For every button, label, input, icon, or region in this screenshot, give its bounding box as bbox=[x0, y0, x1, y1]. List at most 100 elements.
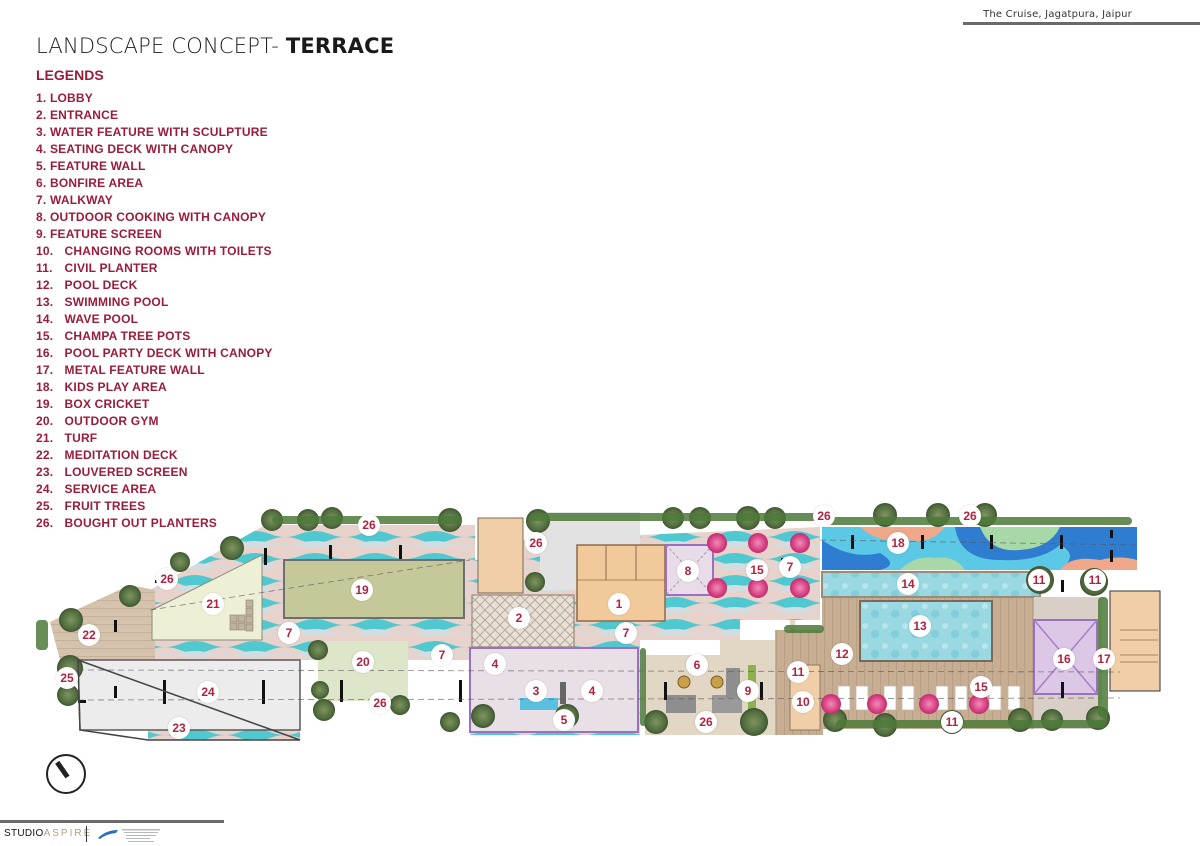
plan-label-17: 17 bbox=[1093, 648, 1115, 670]
legend-item: 16. POOL PARTY DECK WITH CANOPY bbox=[36, 345, 273, 362]
plan-label-4: 4 bbox=[581, 680, 603, 702]
legend-item-number: 4. bbox=[36, 142, 47, 156]
legend-item-label: ENTRANCE bbox=[49, 108, 119, 122]
plan-label-13: 13 bbox=[909, 615, 931, 637]
legend-item-label: OUTDOOR GYM bbox=[64, 414, 159, 428]
page-title: LANDSCAPE CONCEPT- TERRACE bbox=[36, 34, 394, 58]
legend-item: 9. FEATURE SCREEN bbox=[36, 226, 273, 243]
legend-item-number: 13. bbox=[36, 295, 54, 309]
studio-logo-light: ASPIRE bbox=[43, 828, 93, 839]
legend-item-number: 1. bbox=[36, 91, 47, 105]
plan-label-3: 3 bbox=[525, 680, 547, 702]
legend-item-label: WALKWAY bbox=[49, 193, 113, 207]
legend-item: 15. CHAMPA TREE POTS bbox=[36, 328, 273, 345]
champa-tree-pots bbox=[707, 533, 989, 714]
legend-item-label: BOX CRICKET bbox=[64, 397, 150, 411]
plan-label-12: 12 bbox=[831, 643, 853, 665]
plan-label-18: 18 bbox=[887, 532, 909, 554]
entrance bbox=[471, 594, 575, 648]
legend-item: 4. SEATING DECK WITH CANOPY bbox=[36, 141, 273, 158]
plan-label-25: 25 bbox=[56, 667, 78, 689]
project-name: The Cruise, Jagatpura, Jaipur bbox=[983, 9, 1132, 20]
legend-item: 24. SERVICE AREA bbox=[36, 481, 273, 498]
plan-label-26: 26 bbox=[156, 568, 178, 590]
legend-item-number: 8. bbox=[36, 210, 47, 224]
legend-item: 2. ENTRANCE bbox=[36, 107, 273, 124]
plan-label-11: 11 bbox=[1028, 569, 1050, 591]
legend-item: 5. FEATURE WALL bbox=[36, 158, 273, 175]
legend-item-number: 22. bbox=[36, 448, 54, 462]
plan-label-11: 11 bbox=[941, 711, 963, 733]
legend-item: 12. POOL DECK bbox=[36, 277, 273, 294]
legend-item-number: 6. bbox=[36, 176, 47, 190]
legend-item-label: METAL FEATURE WALL bbox=[64, 363, 205, 377]
legend-item: 10. CHANGING ROOMS WITH TOILETS bbox=[36, 243, 273, 260]
legend-item-label: WATER FEATURE WITH SCULPTURE bbox=[49, 125, 268, 139]
legend-item: 26. BOUGHT OUT PLANTERS bbox=[36, 515, 273, 532]
legend-item-number: 25. bbox=[36, 499, 54, 513]
legend-item-label: FEATURE WALL bbox=[49, 159, 146, 173]
legend-item-number: 10. bbox=[36, 244, 54, 258]
plan-label-7: 7 bbox=[431, 644, 453, 666]
plan-label-8: 8 bbox=[677, 560, 699, 582]
legend-item-number: 16. bbox=[36, 346, 54, 360]
plan-label-15: 15 bbox=[746, 559, 768, 581]
plan-label-2: 2 bbox=[508, 607, 530, 629]
legend-item-label: POOL PARTY DECK WITH CANOPY bbox=[64, 346, 273, 360]
legend-item-label: SWIMMING POOL bbox=[64, 295, 169, 309]
legend-item: 19. BOX CRICKET bbox=[36, 396, 273, 413]
legend-item: 14. WAVE POOL bbox=[36, 311, 273, 328]
legend-item-number: 18. bbox=[36, 380, 54, 394]
legend-item: 20. OUTDOOR GYM bbox=[36, 413, 273, 430]
plan-label-5: 5 bbox=[553, 709, 575, 731]
plan-label-10: 10 bbox=[792, 691, 814, 713]
legend-item-number: 12. bbox=[36, 278, 54, 292]
plan-label-16: 16 bbox=[1053, 648, 1075, 670]
legend-item: 21. TURF bbox=[36, 430, 273, 447]
studio-logo: STUDIOASPIRE bbox=[4, 828, 92, 839]
header-rule bbox=[963, 22, 1200, 25]
footer-rule bbox=[0, 820, 224, 823]
legend-item-number: 17. bbox=[36, 363, 54, 377]
wave-pool bbox=[821, 571, 1041, 598]
legend-item-number: 3. bbox=[36, 125, 47, 139]
legend-item-number: 24. bbox=[36, 482, 54, 496]
legend-item-number: 19. bbox=[36, 397, 54, 411]
plan-label-9: 9 bbox=[737, 680, 759, 702]
legend-item-label: CHANGING ROOMS WITH TOILETS bbox=[64, 244, 272, 258]
legend-title: LEGENDS bbox=[36, 67, 104, 83]
legend-item: 18. KIDS PLAY AREA bbox=[36, 379, 273, 396]
legend-item: 7. WALKWAY bbox=[36, 192, 273, 209]
legend-item-label: MEDITATION DECK bbox=[64, 448, 178, 462]
plan-label-1: 1 bbox=[608, 593, 630, 615]
plan-label-14: 14 bbox=[897, 573, 919, 595]
pool-loungers bbox=[837, 685, 1021, 711]
plan-label-26: 26 bbox=[358, 514, 380, 536]
plan-label-20: 20 bbox=[352, 651, 374, 673]
legend-item-number: 7. bbox=[36, 193, 47, 207]
legend-item: 13. SWIMMING POOL bbox=[36, 294, 273, 311]
legend-item-label: BONFIRE AREA bbox=[49, 176, 144, 190]
legend-item-label: LOUVERED SCREEN bbox=[64, 465, 188, 479]
stair-block-east bbox=[1109, 590, 1161, 692]
legend-item-label: KIDS PLAY AREA bbox=[64, 380, 167, 394]
legend-item-label: CHAMPA TREE POTS bbox=[64, 329, 191, 343]
plan-label-23: 23 bbox=[168, 717, 190, 739]
legend-item-label: POOL DECK bbox=[64, 278, 138, 292]
legend-item-label: LOBBY bbox=[49, 91, 93, 105]
legend-item-label: TURF bbox=[64, 431, 98, 445]
legend-item: 11. CIVIL PLANTER bbox=[36, 260, 273, 277]
plan-label-26: 26 bbox=[695, 711, 717, 733]
plan-label-7: 7 bbox=[779, 556, 801, 578]
legend-item: 3. WATER FEATURE WITH SCULPTURE bbox=[36, 124, 273, 141]
plan-label-26: 26 bbox=[813, 505, 835, 527]
plan-label-7: 7 bbox=[278, 622, 300, 644]
plan-label-26: 26 bbox=[525, 532, 547, 554]
plan-label-11: 11 bbox=[787, 661, 809, 683]
logo-divider bbox=[86, 826, 87, 842]
plan-label-7: 7 bbox=[615, 622, 637, 644]
north-arrow-needle-icon bbox=[55, 760, 70, 779]
water-feature bbox=[520, 698, 558, 710]
legend-item-label: WAVE POOL bbox=[64, 312, 139, 326]
legend-item-label: BOUGHT OUT PLANTERS bbox=[64, 516, 218, 530]
